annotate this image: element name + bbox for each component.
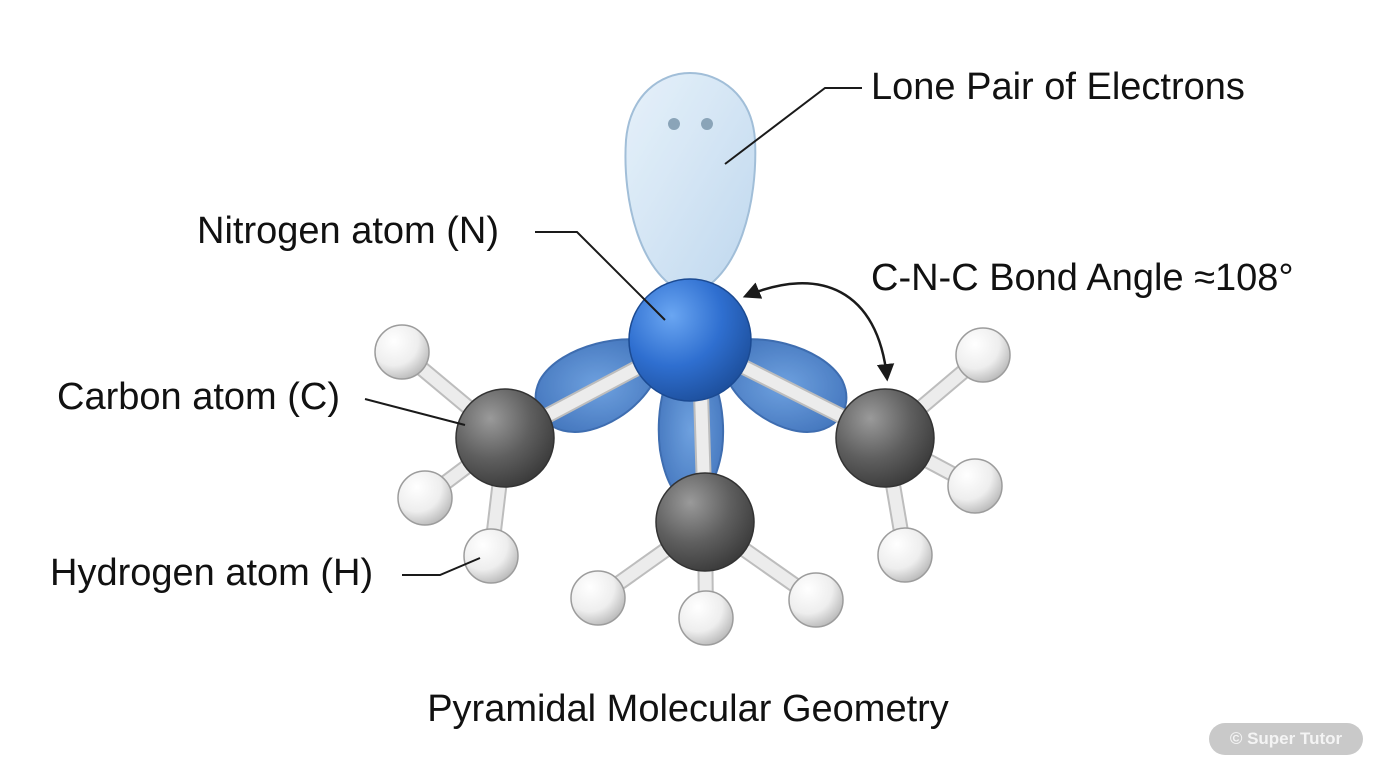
hydrogen-atom	[570, 570, 626, 626]
bond-angle-label: C-N-C Bond Angle ≈108°	[871, 257, 1294, 299]
hydrogen-atom	[397, 470, 453, 526]
electron-dot	[668, 118, 680, 130]
carbon-leader	[364, 398, 466, 426]
lone-pair-leader	[724, 87, 862, 165]
carbon-atom	[455, 388, 555, 488]
bond-angle-arrow	[742, 282, 895, 382]
hydrogen-label: Hydrogen atom (H)	[50, 552, 374, 594]
leader-lines	[364, 87, 862, 576]
lone-pair-label: Lone Pair of Electrons	[871, 66, 1245, 108]
carbon-atom	[835, 388, 935, 488]
hydrogen-atom	[463, 528, 519, 584]
hydrogen-atom	[374, 324, 430, 380]
hydrogen-atoms	[374, 324, 1011, 646]
hydrogen-atom	[788, 572, 844, 628]
watermark-badge: © Super Tutor	[1209, 723, 1363, 755]
carbon-label: Carbon atom (C)	[57, 376, 340, 418]
diagram-title: Pyramidal Molecular Geometry	[427, 688, 949, 730]
hydrogen-atom	[955, 327, 1011, 383]
lone-pair-lobe	[624, 71, 757, 297]
nitrogen-leader	[535, 231, 666, 321]
hydrogen-atom	[877, 527, 933, 583]
hydrogen-leader	[402, 557, 481, 576]
carbon-atoms	[455, 388, 935, 572]
carbon-atom	[655, 472, 755, 572]
hydrogen-atom	[947, 458, 1003, 514]
nitrogen-label: Nitrogen atom (N)	[197, 210, 499, 252]
nitrogen-atom	[628, 278, 752, 402]
hydrogen-atom	[678, 590, 734, 646]
electron-dot	[701, 118, 713, 130]
